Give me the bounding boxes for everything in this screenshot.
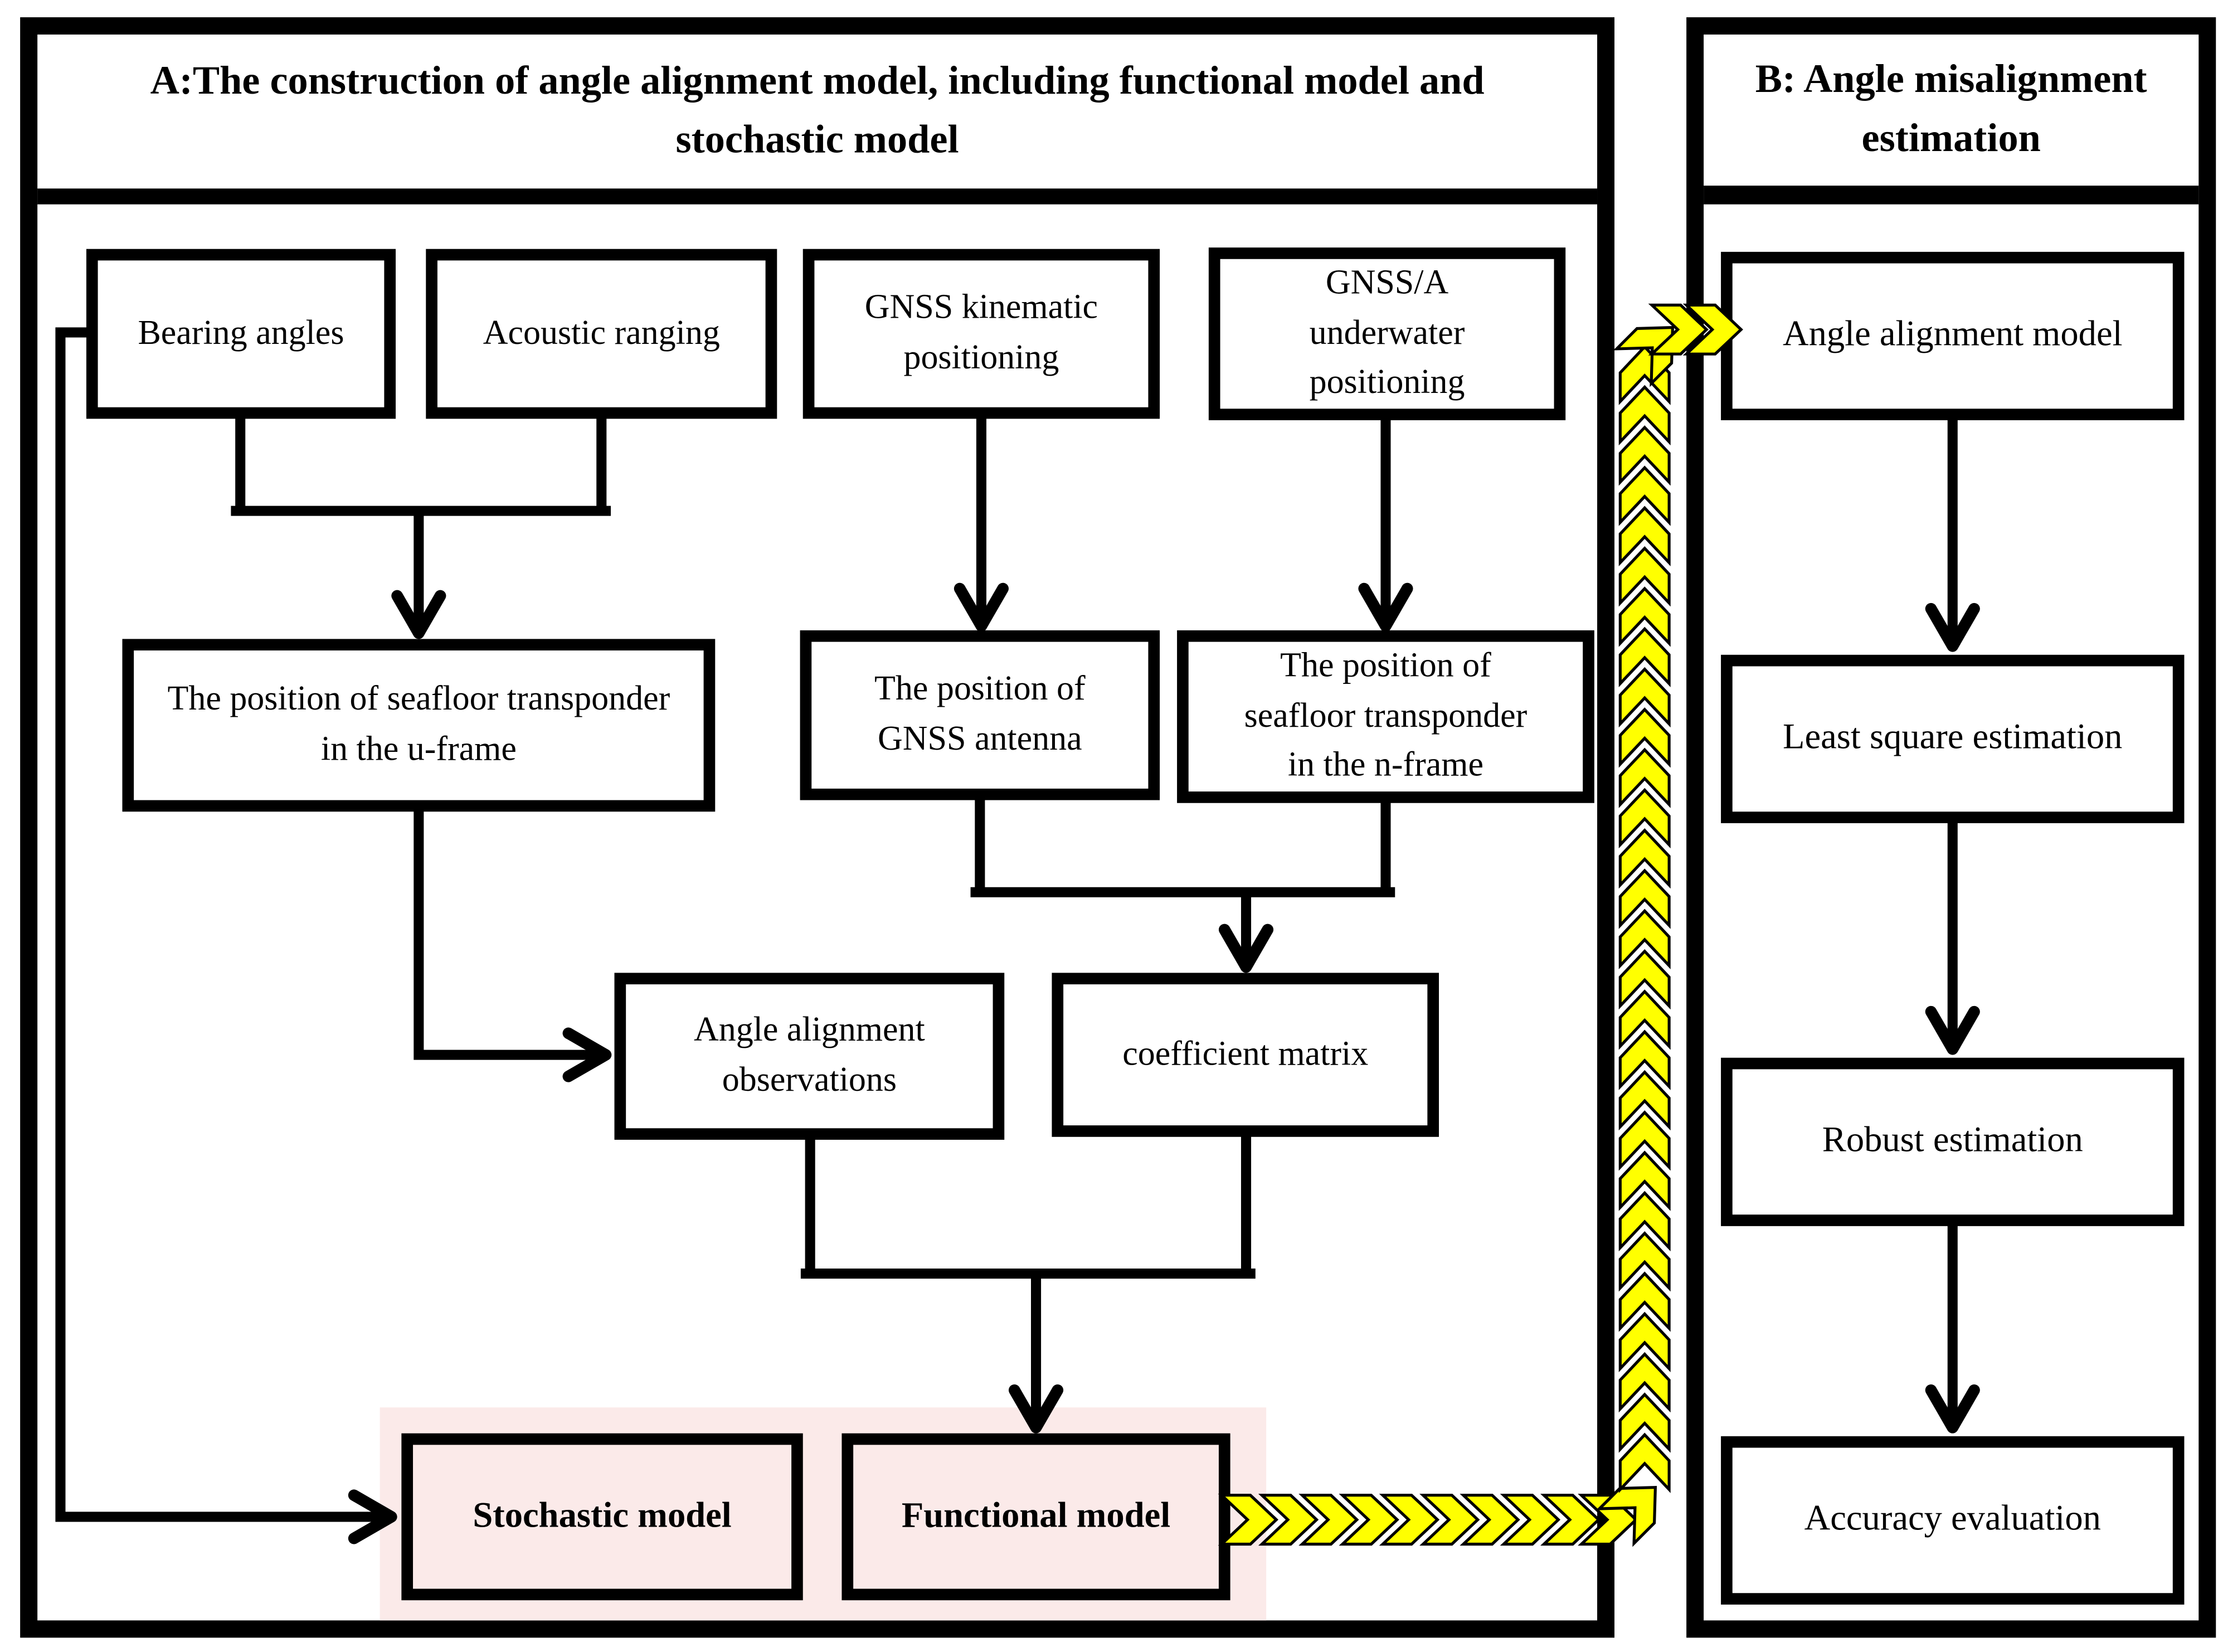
panel-a-title-text: A:The construction of angle alignment mo… <box>150 59 1485 162</box>
node-label: Bearing angles <box>138 314 344 352</box>
node-label: GNSS/A underwater positioning <box>1309 264 1465 402</box>
node-stochastic-model: Stochastic model <box>401 1433 803 1601</box>
panel-b-title-text: B: Angle misalignment estimation <box>1755 57 2147 161</box>
node-functional-model: Functional model <box>841 1433 1230 1601</box>
node-label: Functional model <box>901 1496 1171 1536</box>
node-bearing-angles: Bearing angles <box>86 249 396 419</box>
node-accuracy-evaluation: Accuracy evaluation <box>1721 1436 2185 1605</box>
node-label: Accuracy evaluation <box>1804 1500 2101 1539</box>
node-label: Angle alignment model <box>1783 315 2123 355</box>
node-transponder-u-frame: The position of seafloor transponder in … <box>122 639 716 812</box>
node-label: Acoustic ranging <box>483 314 720 352</box>
node-label: Angle alignment observations <box>693 1012 925 1100</box>
node-label: GNSS kinematic positioning <box>864 289 1098 377</box>
node-angle-alignment-model: Angle alignment model <box>1721 251 2185 420</box>
node-label: The position of GNSS antenna <box>874 670 1086 759</box>
node-label: Stochastic model <box>473 1496 732 1536</box>
node-label: The position of seafloor transponder in … <box>1244 647 1528 785</box>
node-gnss-antenna-position: The position of GNSS antenna <box>800 630 1160 800</box>
node-label: Robust estimation <box>1822 1121 2083 1161</box>
node-label: The position of seafloor transponder in … <box>167 681 670 769</box>
node-robust-estimation: Robust estimation <box>1721 1057 2185 1226</box>
panel-a-title: A:The construction of angle alignment mo… <box>37 35 1598 205</box>
node-least-square-estimation: Least square estimation <box>1721 654 2185 823</box>
node-acoustic-ranging: Acoustic ranging <box>426 249 777 419</box>
node-gnssa-underwater-positioning: GNSS/A underwater positioning <box>1208 247 1566 420</box>
panel-b-title: B: Angle misalignment estimation <box>1704 35 2199 205</box>
node-angle-alignment-observations: Angle alignment observations <box>614 973 1005 1140</box>
node-label: coefficient matrix <box>1122 1035 1369 1073</box>
node-gnss-kinematic-positioning: GNSS kinematic positioning <box>802 249 1160 419</box>
node-transponder-n-frame: The position of seafloor transponder in … <box>1177 630 1594 803</box>
node-coefficient-matrix: coefficient matrix <box>1052 973 1439 1137</box>
node-label: Least square estimation <box>1783 718 2123 758</box>
